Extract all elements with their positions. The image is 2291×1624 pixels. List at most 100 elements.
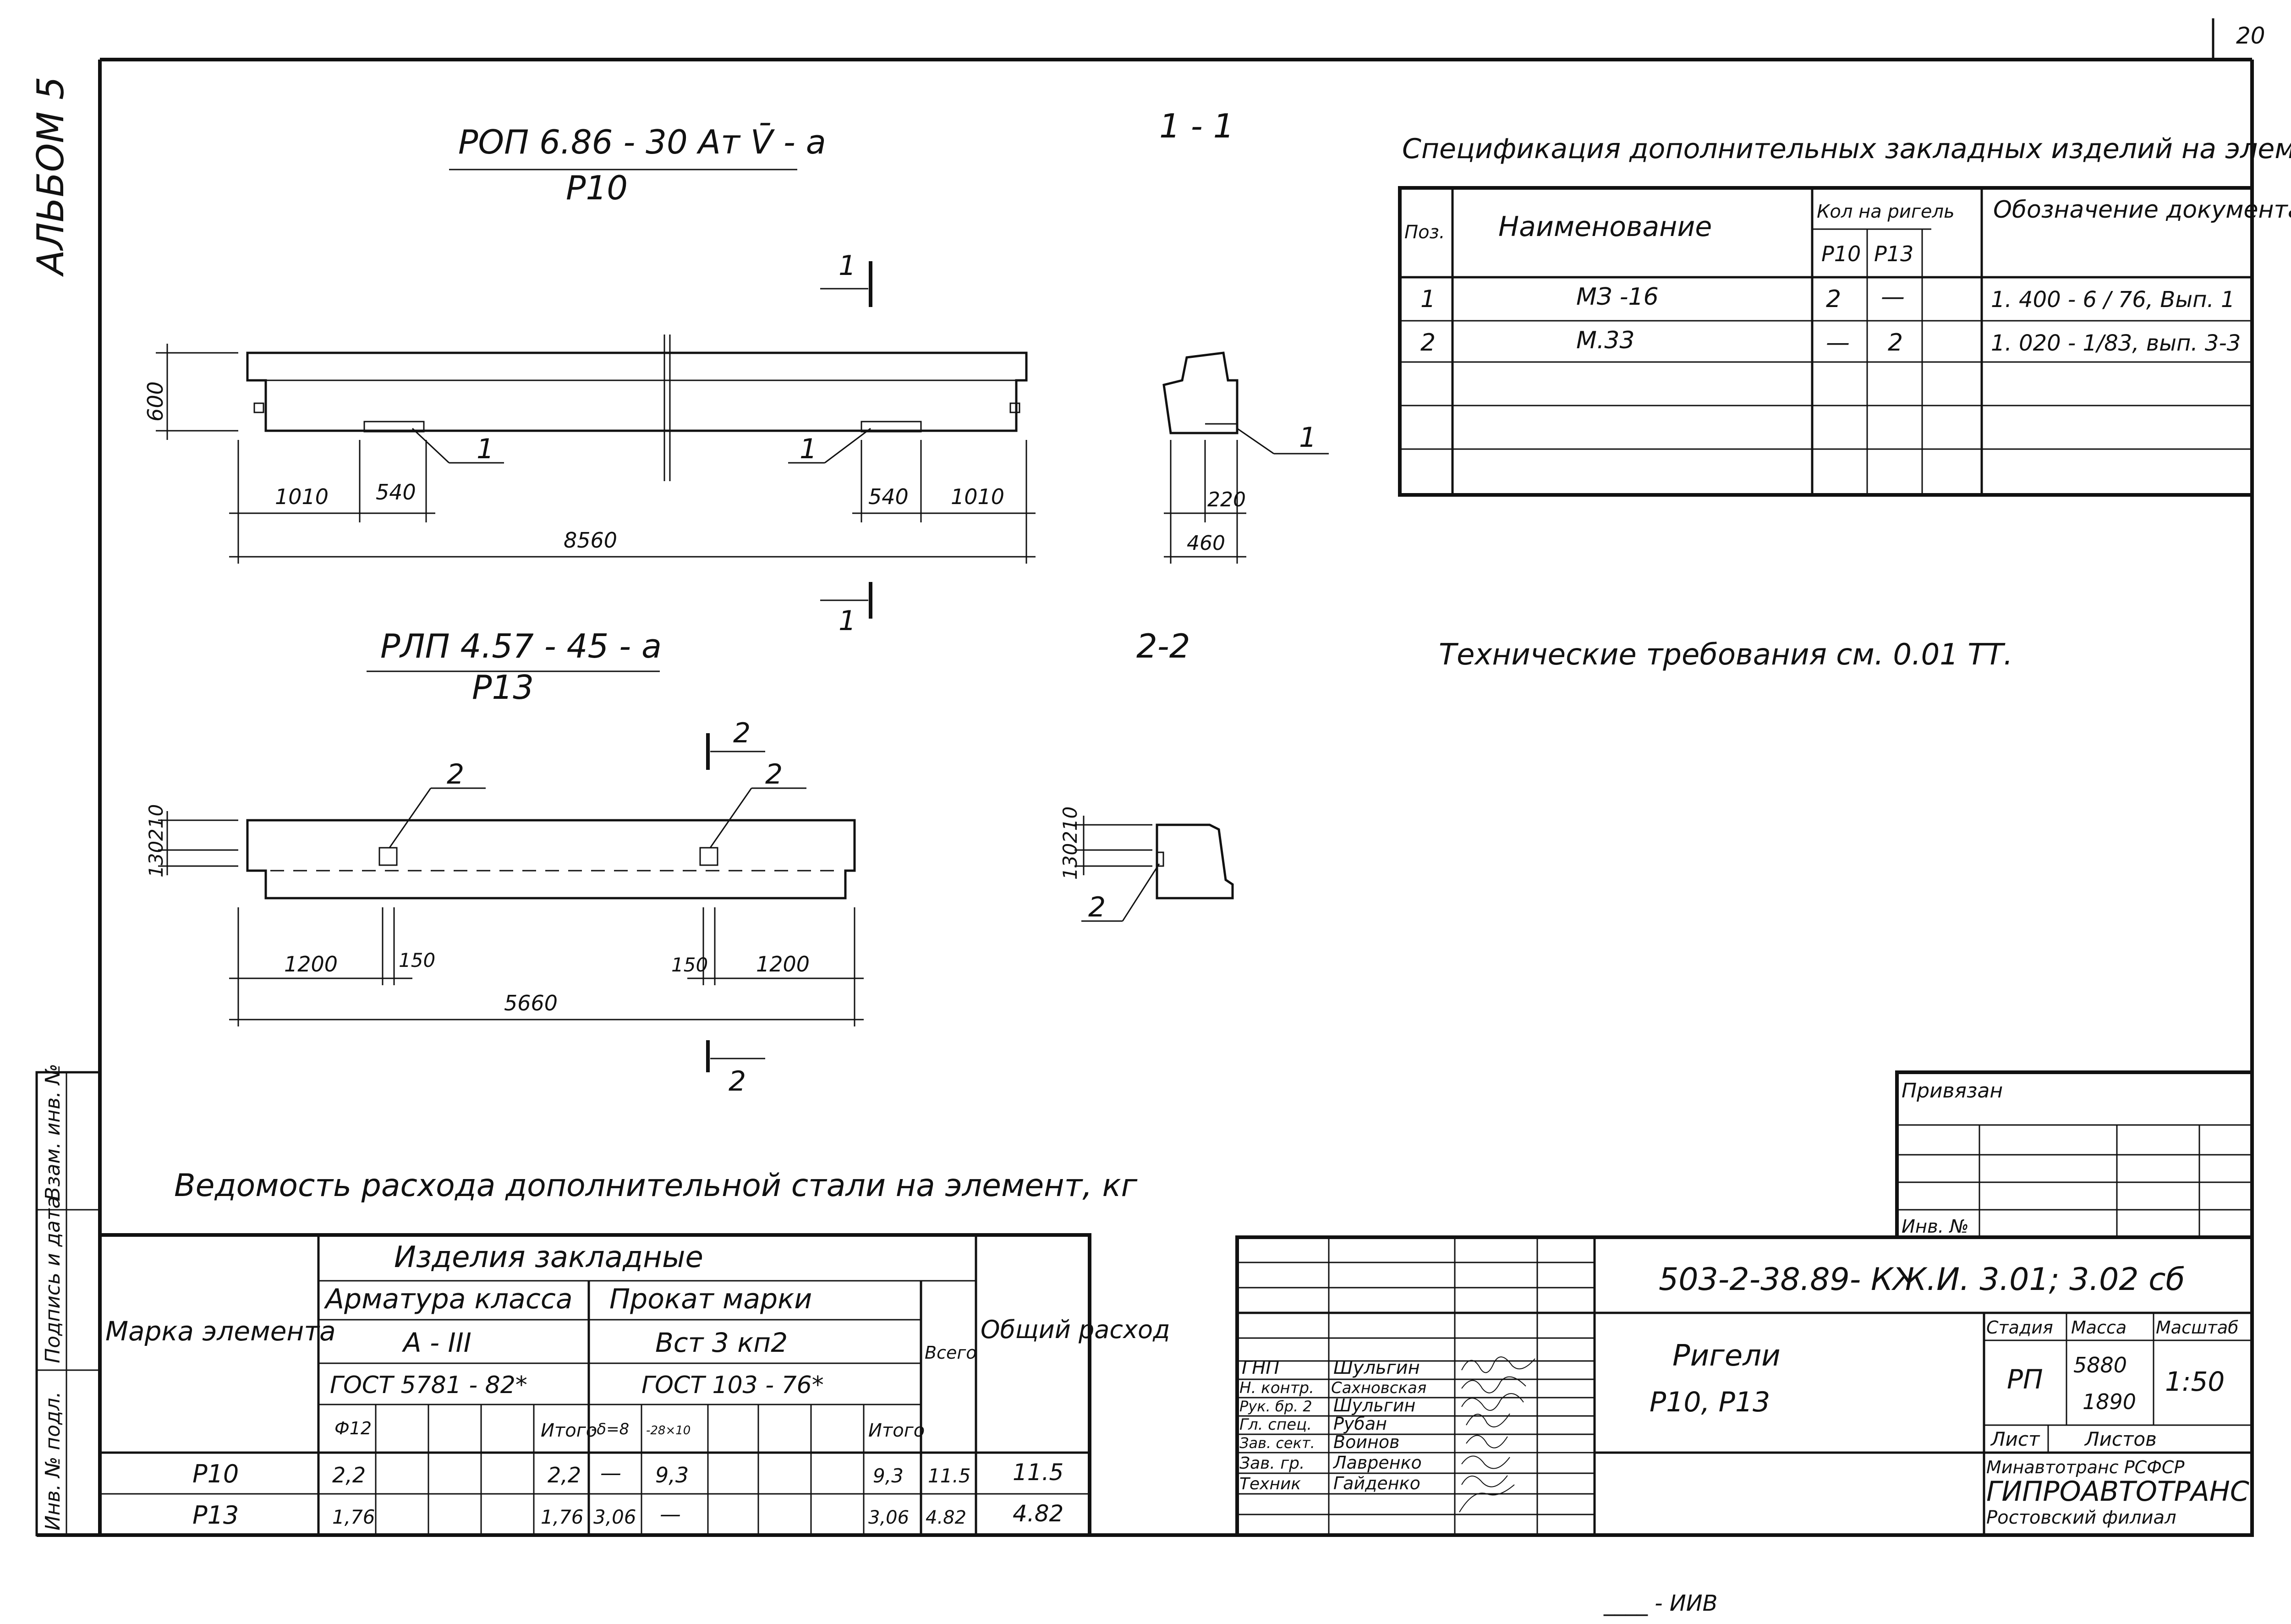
section-marker-1-top: 1 xyxy=(839,250,856,282)
signature-marks xyxy=(1459,1356,1535,1513)
spec-header-name: Наименование xyxy=(1498,211,1712,243)
steel-row-2-total: 4.82 xyxy=(1013,1500,1063,1527)
beam-1-dim-right-1: 540 xyxy=(868,484,909,509)
steel-row-1-total: 11.5 xyxy=(1013,1459,1063,1486)
stamp-name-6: Лавренко xyxy=(1332,1453,1422,1473)
stamp-role-1: ГНП xyxy=(1242,1357,1279,1378)
page-number: 20 xyxy=(2236,22,2265,49)
side-label-replace: Взам. инв. № xyxy=(41,1064,65,1201)
steel-header-delta: -δ=8 xyxy=(591,1420,629,1438)
section-2-height-dim-2: 210 xyxy=(1059,807,1081,843)
stage-value: РП xyxy=(2007,1364,2043,1395)
section-marker-1-bottom: 1 xyxy=(839,605,856,637)
album-label: АЛЬБОМ 5 xyxy=(29,77,72,277)
spec-header-pos: Поз. xyxy=(1404,222,1445,243)
steel-row-2-vsego: 4.82 xyxy=(926,1507,966,1528)
steel-table: Ведомость расхода дополнительной стали н… xyxy=(98,1168,1170,1537)
steel-row-1-delta: — xyxy=(600,1460,621,1485)
steel-row-2-mark: Р13 xyxy=(192,1501,239,1530)
stamp-name-1: Шульгин xyxy=(1333,1357,1420,1378)
steel-row-2-delta: 3,06 xyxy=(593,1506,636,1528)
section-2-height-dim-1: 130 xyxy=(1059,843,1081,880)
mass-value-2: 1890 xyxy=(2083,1389,2136,1414)
steel-row-2-itogo-2: 3,06 xyxy=(868,1507,909,1528)
stamp-role-4: Гл. спец. xyxy=(1239,1416,1312,1434)
steel-header-rebar: Арматура класса xyxy=(323,1283,573,1315)
title-block: Привязан Инв. № ГНП Шульгин Н. контр. Са… xyxy=(1235,1070,2254,1537)
section-1-dim-2: 460 xyxy=(1187,532,1225,555)
spec-row-1-p13: — xyxy=(1881,283,1905,311)
org-name: ГИПРОАВТОТРАНС xyxy=(1986,1476,2249,1508)
stamp-name-2: Сахновская xyxy=(1331,1379,1426,1397)
steel-row-2-phi: 1,76 xyxy=(332,1506,375,1528)
side-label-inventory: Инв. № подл. xyxy=(41,1391,65,1531)
spec-row-2-name: М.33 xyxy=(1576,327,1635,354)
stamp-role-2: Н. контр. xyxy=(1239,1379,1314,1397)
steel-header-rolled-gost: ГОСТ 103 - 76* xyxy=(641,1372,824,1399)
beam-1-dim-left-2: 540 xyxy=(376,480,416,505)
beam-2-dim-right-1: 150 xyxy=(671,954,708,976)
spec-row-2-p10: — xyxy=(1826,329,1850,357)
footer-note: ____ - ИИВ xyxy=(1603,1591,1718,1616)
steel-row-1-vsego: 11.5 xyxy=(928,1465,971,1487)
steel-header-size: -28×10 xyxy=(646,1424,691,1437)
beam-2-total-dim: 5660 xyxy=(504,991,558,1015)
steel-header-mark: Марка элемента xyxy=(105,1316,336,1347)
steel-header-items: Изделия закладные xyxy=(394,1240,703,1274)
spec-row-1-name: МЗ -16 xyxy=(1576,283,1659,311)
steel-row-1-phi: 2,2 xyxy=(332,1463,366,1487)
beam-1-dim-left-1: 1010 xyxy=(275,484,329,509)
spec-row-1-p10: 2 xyxy=(1826,285,1841,313)
steel-header-rebar-class: А - III xyxy=(401,1327,471,1358)
drawing-title-1: Ригели xyxy=(1672,1339,1781,1373)
stamp-name-7: Гайденко xyxy=(1333,1473,1420,1493)
steel-header-itogo-2: Итого xyxy=(868,1420,925,1441)
steel-title: Ведомость расхода дополнительной стали н… xyxy=(174,1168,1138,1204)
spec-row-2-doc: 1. 020 - 1/83, вып. 3-3 xyxy=(1991,330,2241,356)
spec-title: Спецификация дополнительных закладных из… xyxy=(1402,133,2291,165)
steel-row-1-itogo-2: 9,3 xyxy=(873,1465,904,1487)
steel-header-total: Общий расход xyxy=(981,1315,1170,1344)
mass-header: Масса xyxy=(2071,1317,2127,1338)
steel-row-1-mark: Р10 xyxy=(192,1459,239,1488)
steel-row-1-itogo-1: 2,2 xyxy=(548,1463,581,1487)
stamp-role-7: Техник xyxy=(1239,1475,1301,1493)
stamp-name-4: Рубан xyxy=(1333,1414,1387,1434)
steel-header-itogo-1: Итого xyxy=(541,1420,597,1441)
section-1-view: 1 - 1 1 220 460 xyxy=(1159,107,1329,564)
stamp-name-3: Шульгин xyxy=(1333,1395,1415,1416)
beam-2-callout-right: 2 xyxy=(765,758,783,790)
spec-header-p10: Р10 xyxy=(1821,241,1861,266)
section-2-view: 2-2 2 130 210 xyxy=(1059,627,1234,923)
spec-row-2-p13: 2 xyxy=(1888,329,1903,357)
section-2-callout: 2 xyxy=(1088,891,1106,923)
beam-2-title-bottom: Р13 xyxy=(472,668,534,707)
spec-header-p13: Р13 xyxy=(1874,241,1913,266)
beam-1-title-top: РОП 6.86 - 30 Ат V̄ - a xyxy=(458,123,826,161)
steel-row-1-size: 9,3 xyxy=(655,1463,689,1487)
steel-header-phi: Ф12 xyxy=(334,1418,372,1438)
beam-1-dim-right-2: 1010 xyxy=(951,484,1004,509)
spec-header-qty: Кол на ригель xyxy=(1817,201,1955,222)
bound-label: Привязан xyxy=(1902,1079,2003,1103)
steel-header-rebar-gost: ГОСТ 5781 - 82* xyxy=(330,1372,527,1399)
beam-1-height-dim: 600 xyxy=(143,381,168,422)
stage-header: Стадия xyxy=(1986,1317,2053,1338)
section-1-callout: 1 xyxy=(1299,422,1316,454)
stamp-role-6: Зав. гр. xyxy=(1239,1454,1304,1473)
section-1-dim-1: 220 xyxy=(1207,488,1246,511)
technical-requirements: Технические требования см. 0.01 ТТ. xyxy=(1439,638,2013,672)
stamp-role-5: Зав. сект. xyxy=(1239,1434,1315,1452)
beam-1-view: РОП 6.86 - 30 Ат V̄ - a Р10 1 1 1 1 600 xyxy=(143,123,1036,637)
scale-value: 1:50 xyxy=(2165,1366,2225,1397)
scale-header: Масштаб xyxy=(2156,1317,2239,1338)
sheets-label: Листов xyxy=(2084,1428,2157,1450)
spec-row-1-doc: 1. 400 - 6 / 76, Вып. 1 xyxy=(1991,287,2235,313)
stamp-role-3: Рук. бр. 2 xyxy=(1239,1398,1312,1415)
beam-2-dim-left-1: 1200 xyxy=(284,952,338,977)
side-stamp: Взам. инв. № Подпись и дата Инв. № подл. xyxy=(35,1064,101,1536)
section-1-label: 1 - 1 xyxy=(1159,107,1234,145)
spec-header-doc: Обозначение документа xyxy=(1993,196,2291,224)
stamp-name-5: Воинов xyxy=(1333,1432,1400,1452)
